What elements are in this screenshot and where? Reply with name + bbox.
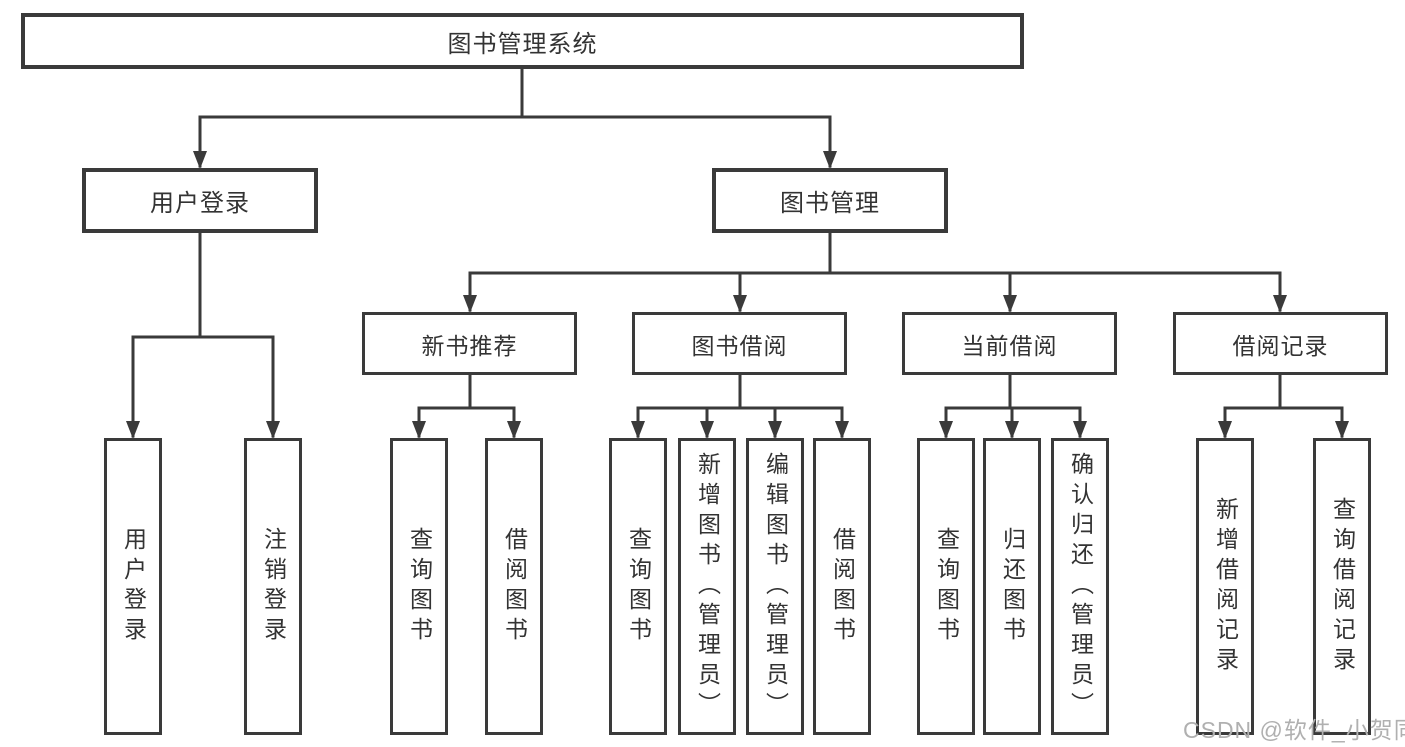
node-label: 新书推荐: [421, 332, 518, 359]
leaf-user-login: 用户登录: [104, 438, 162, 735]
leaf-query-book-3: 查询图书: [917, 438, 975, 735]
leaf-logout: 注销登录: [244, 438, 302, 735]
leaf-query-borrow-record: 查询借阅记录: [1313, 438, 1371, 735]
leaf-label: 查询图书: [406, 526, 433, 647]
leaf-edit-book-admin: 编辑图书（管理员）: [746, 438, 804, 735]
leaf-label: 归还图书: [999, 526, 1026, 647]
node-user-login: 用户登录: [82, 168, 318, 233]
leaf-label: 用户登录: [120, 526, 147, 647]
node-current-borrow: 当前借阅: [902, 312, 1117, 375]
node-new-book-recommend: 新书推荐: [362, 312, 577, 375]
node-borrow-record: 借阅记录: [1173, 312, 1388, 375]
leaf-label: 借阅图书: [501, 526, 528, 647]
node-label: 当前借阅: [961, 332, 1058, 359]
node-label: 借阅记录: [1232, 332, 1329, 359]
leaf-borrow-book-2: 借阅图书: [813, 438, 871, 735]
leaf-query-book-1: 查询图书: [390, 438, 448, 735]
leaf-label: 新增图书（管理员）: [694, 451, 721, 722]
leaf-label: 查询图书: [625, 526, 652, 647]
leaf-label: 注销登录: [260, 526, 287, 647]
leaf-label: 借阅图书: [829, 526, 856, 647]
watermark: CSDN @软件_小贺同学: [1183, 717, 1405, 743]
node-root-label: 图书管理系统: [447, 30, 598, 58]
leaf-label: 确认归还（管理员）: [1067, 451, 1094, 722]
node-label: 图书借阅: [691, 332, 788, 359]
node-label: 图书管理: [780, 190, 880, 217]
leaf-borrow-book-1: 借阅图书: [485, 438, 543, 735]
node-book-borrow: 图书借阅: [632, 312, 847, 375]
leaf-return-book: 归还图书: [983, 438, 1041, 735]
node-book-management: 图书管理: [712, 168, 948, 233]
leaf-add-book-admin: 新增图书（管理员）: [678, 438, 736, 735]
node-root: 图书管理系统: [21, 13, 1024, 69]
leaf-label: 编辑图书（管理员）: [762, 451, 789, 722]
leaf-confirm-return-admin: 确认归还（管理员）: [1051, 438, 1109, 735]
leaf-add-borrow-record: 新增借阅记录: [1196, 438, 1254, 735]
node-label: 用户登录: [150, 190, 250, 217]
leaf-label: 查询借阅记录: [1329, 496, 1356, 677]
leaf-query-book-2: 查询图书: [609, 438, 667, 735]
leaf-label: 新增借阅记录: [1212, 496, 1239, 677]
leaf-label: 查询图书: [933, 526, 960, 647]
